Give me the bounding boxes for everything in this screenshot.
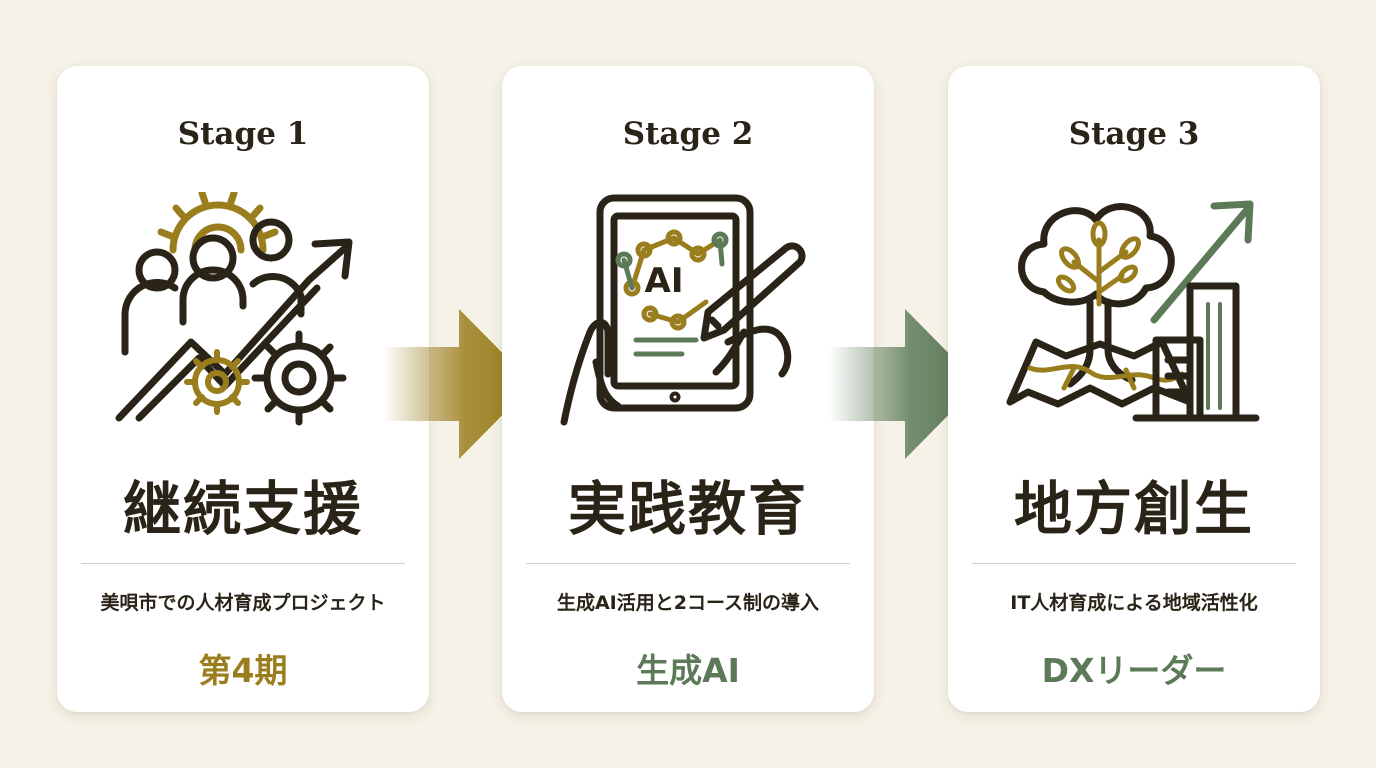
stage-tag: 第4期 [198, 651, 288, 690]
stage-heading: 実践教育 [567, 475, 808, 543]
tree-map-city-growth-icon [1004, 192, 1264, 442]
stage-label: Stage 1 [177, 116, 309, 152]
stage-card-2: Stage 2 [502, 66, 874, 712]
ai-label: AI [645, 261, 684, 301]
stage-heading: 地方創生 [1013, 475, 1254, 543]
stage-description: 美唄市での人材育成プロジェクト [100, 592, 386, 614]
arrow-right-icon [383, 309, 533, 459]
stage-description: IT人材育成による地域活性化 [1010, 592, 1258, 614]
arrow-right-icon [829, 309, 979, 459]
tablet-ai-stylus-icon: AI [558, 192, 818, 442]
divider [526, 563, 850, 564]
divider [972, 563, 1296, 564]
stage-description: 生成AI活用と2コース制の導入 [556, 592, 820, 614]
stage-heading: 継続支援 [122, 475, 363, 543]
team-growth-gears-icon [113, 192, 373, 442]
stage-label: Stage 3 [1068, 116, 1200, 152]
stage-label: Stage 2 [622, 116, 754, 152]
stage-card-3: Stage 3 [948, 66, 1320, 712]
stage-card-1: Stage 1 [57, 66, 429, 712]
stage-tag: DXリーダー [1041, 651, 1227, 690]
divider [81, 563, 405, 564]
stage-tag: 生成AI [636, 651, 740, 690]
